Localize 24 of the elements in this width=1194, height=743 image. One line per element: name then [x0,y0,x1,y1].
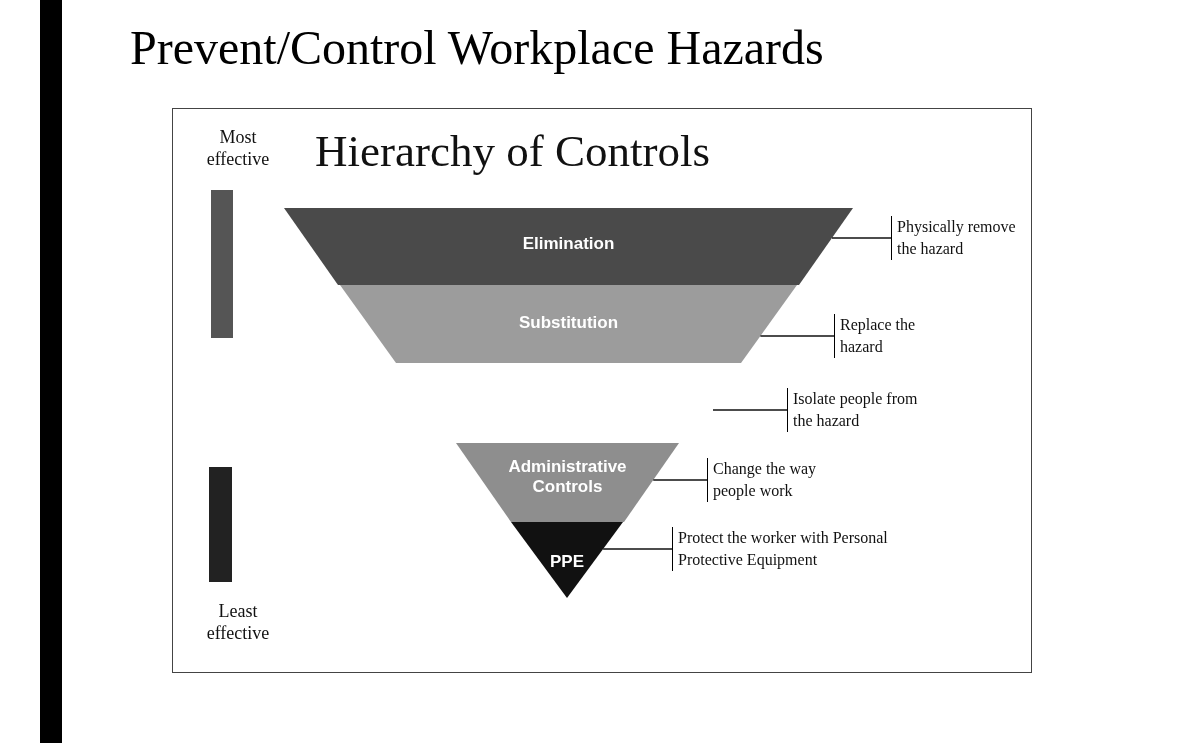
effectiveness-bar [209,467,232,582]
hierarchy-band [340,285,797,363]
band-label: PPE [549,552,585,572]
side-bar [40,0,62,743]
annotation-text: Physically remove the hazard [891,216,1035,260]
leader-line [759,335,835,337]
leader-line [831,237,892,239]
annotation-text: Isolate people from the hazard [787,388,923,432]
scale-label: Least effective [205,600,271,644]
annotation-text: Protect the worker with Personal Protective Equipment [672,527,928,571]
leader-line [652,479,708,481]
annotation-text: Replace the hazard [834,314,940,358]
leader-line [712,409,788,411]
hierarchy-band [284,208,853,285]
scale-label: Most effective [205,126,271,170]
band-label: Substitution [517,313,620,333]
diagram-heading: Hierarchy of Controls [315,125,710,178]
effectiveness-bar [211,190,233,338]
band-label: Administrative Controls [507,457,628,497]
leader-line [602,548,673,550]
annotation-text: Change the way people work [707,458,843,502]
hierarchy-band [456,443,679,522]
slide-title: Prevent/Control Workplace Hazards [130,20,824,76]
band-label: Elimination [521,234,616,254]
